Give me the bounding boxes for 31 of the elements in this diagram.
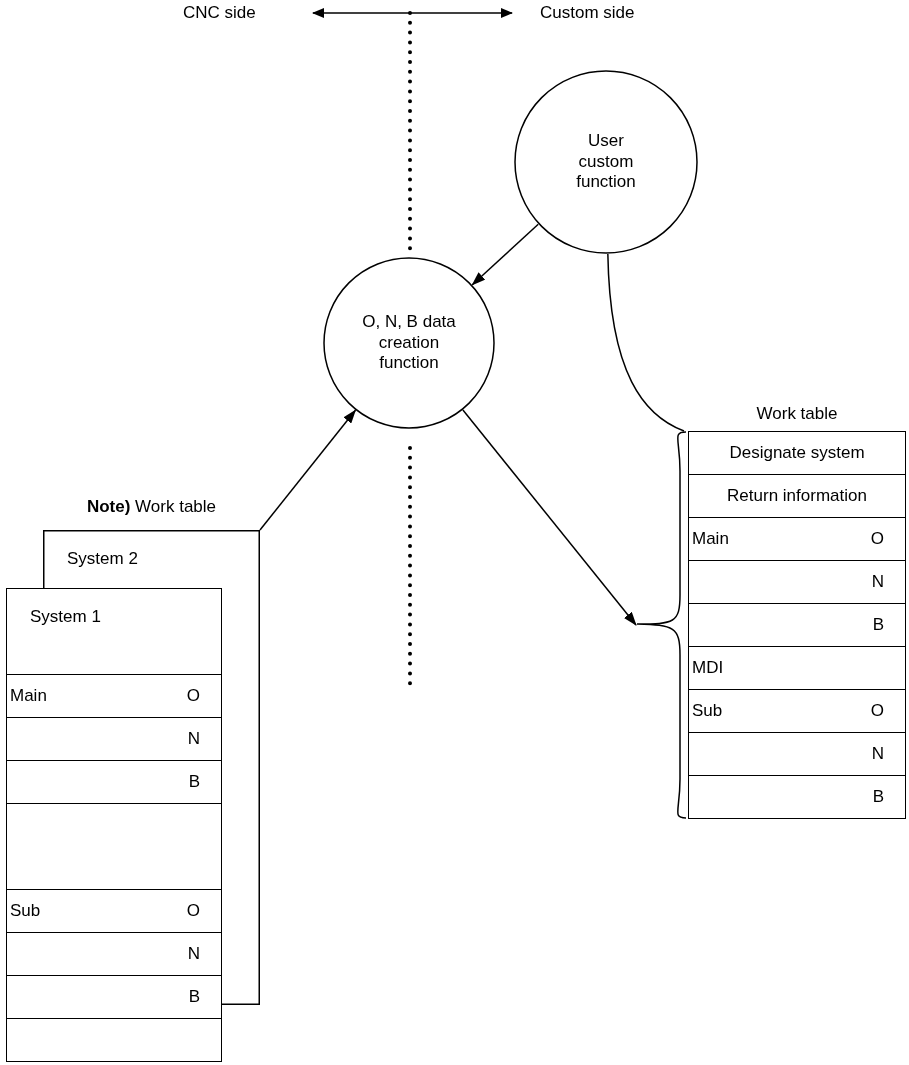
table-cell-text: O [870, 701, 884, 721]
table-cell-text: Designate system [729, 442, 865, 463]
table-title: System 2 [67, 549, 138, 569]
table-cell-text: B [188, 772, 200, 792]
table-cell-text: N [187, 944, 200, 964]
arrow [462, 409, 637, 626]
table-cell-text: O [186, 901, 200, 921]
table-cell-text: B [872, 615, 884, 635]
side-label: Custom side [540, 3, 635, 23]
table-cell-text: O [186, 686, 200, 706]
table-cell-text: N [871, 572, 884, 592]
table-heading: Note) Work table [86, 497, 217, 517]
table-title: System 1 [30, 607, 101, 627]
table-cell-text: N [871, 744, 884, 764]
table-cell-text: O [870, 529, 884, 549]
arrow [471, 223, 539, 286]
table-cell-text: B [188, 987, 200, 1007]
side-label: CNC side [183, 3, 256, 23]
table-cell-text: Return information [727, 486, 867, 506]
process-label: O, N, B data creation function [361, 312, 457, 374]
table-heading: Work table [756, 404, 838, 424]
table-cell-text: Main [692, 529, 729, 549]
arrow [259, 409, 357, 531]
table-cell-text: MDI [692, 658, 724, 678]
table-cell-text: N [187, 729, 200, 749]
process-label: User custom function [575, 131, 637, 193]
connector-line [607, 253, 685, 432]
table-cell-text: B [872, 787, 884, 807]
table-cell-text: Sub [10, 901, 41, 921]
table-cell-text: Main [10, 686, 47, 706]
table-cell-text: Sub [692, 701, 723, 721]
